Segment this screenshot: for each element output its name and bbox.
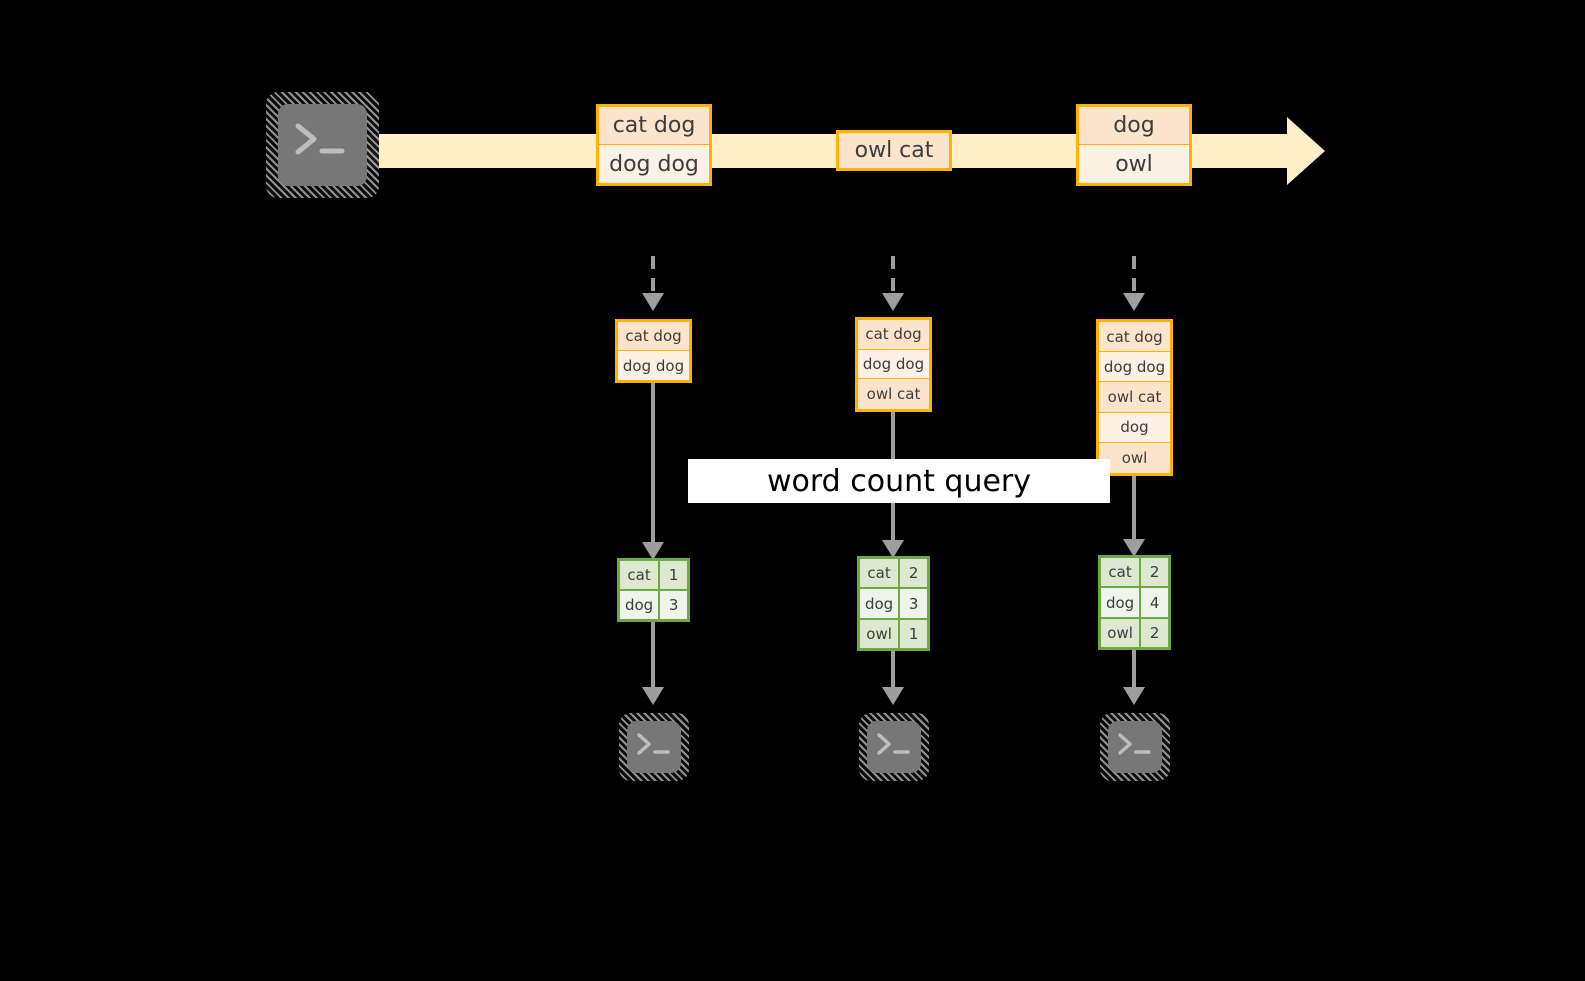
result-count: 2 [1141,618,1168,647]
table-row: cat 2 [860,559,927,590]
stream-record-2[interactable]: owl cat [836,130,952,171]
result-word: dog [620,591,661,619]
snapshot-3-query-arrowhead [1123,539,1145,557]
terminal-face [1108,721,1162,773]
result-word: cat [1101,558,1142,587]
input-line: dog [1099,412,1170,443]
snapshot-1-tap-arrowhead [642,293,664,311]
table-row: cat 2 [1101,558,1168,589]
snapshot-1-sink-line [651,622,655,690]
snapshot-2-input-table[interactable]: cat dog dog dog owl cat [855,317,932,412]
snapshot-2-sink-terminal-icon[interactable] [859,713,929,781]
result-count: 1 [660,561,687,589]
result-word: owl [1101,618,1142,647]
table-row: dog 3 [860,589,927,620]
result-count: 4 [1141,588,1168,617]
result-word: cat [620,561,661,589]
terminal-prompt-icon [295,123,345,155]
input-line: cat dog [618,322,689,351]
stream-record-3[interactable]: dog owl [1076,104,1192,186]
stream-record-1[interactable]: cat dog dog dog [596,104,712,186]
result-count: 3 [660,591,687,619]
stream-record-line: cat dog [599,107,709,145]
result-word: cat [860,559,901,588]
snapshot-1-query-arrowhead [642,542,664,560]
input-line: owl cat [1099,382,1170,413]
snapshot-2-result-table[interactable]: cat 2 dog 3 owl 1 [857,556,930,651]
result-word: dog [1101,588,1142,617]
table-row: dog 3 [620,591,687,619]
input-line: owl cat [858,379,929,409]
snapshot-3-input-table[interactable]: cat dog dog dog owl cat dog owl [1096,319,1173,476]
input-line: owl [1099,442,1170,473]
snapshot-1-input-table[interactable]: cat dog dog dog [615,319,692,383]
query-banner-label: word count query [766,463,1032,499]
snapshot-2-tap-arrowhead [882,293,904,311]
stream-record-line: owl [1079,145,1189,183]
stream-record-line: dog dog [599,145,709,183]
input-line: dog dog [1099,352,1170,383]
snapshot-3-sink-arrowhead [1123,687,1145,705]
source-terminal-icon[interactable] [266,92,379,198]
result-count: 2 [900,559,927,588]
terminal-prompt-icon [877,733,910,755]
terminal-face [867,721,921,773]
snapshot-1-query-line [651,383,655,550]
snapshot-3-sink-terminal-icon[interactable] [1100,713,1170,781]
result-count: 2 [1141,558,1168,587]
snapshot-3-sink-line [1132,650,1136,690]
stream-arrow-head [1287,117,1325,185]
snapshot-3-result-table[interactable]: cat 2 dog 4 owl 2 [1098,555,1171,650]
stream-record-line: owl cat [839,133,949,168]
snapshot-1-sink-terminal-icon[interactable] [619,713,689,781]
snapshot-3-tap-arrowhead [1123,293,1145,311]
query-banner: word count query [688,459,1110,503]
result-word: dog [860,589,901,618]
stream-record-line: dog [1079,107,1189,145]
table-row: cat 1 [620,561,687,591]
table-row: dog 4 [1101,588,1168,619]
snapshot-3-tap-line [1132,256,1136,294]
snapshot-2-sink-arrowhead [882,687,904,705]
terminal-prompt-icon [1118,733,1151,755]
input-line: cat dog [1099,322,1170,353]
snapshot-2-query-arrowhead [882,540,904,558]
table-row: owl 1 [860,619,927,648]
snapshot-1-sink-arrowhead [642,687,664,705]
terminal-prompt-icon [637,733,670,755]
input-line: dog dog [858,349,929,380]
result-count: 1 [900,619,927,648]
snapshot-1-tap-line [651,256,655,294]
snapshot-1-result-table[interactable]: cat 1 dog 3 [617,558,690,622]
snapshot-2-sink-line [891,651,895,690]
terminal-face [278,104,367,186]
terminal-face [627,721,681,773]
result-count: 3 [900,589,927,618]
result-word: owl [860,619,901,648]
input-line: dog dog [618,351,689,380]
snapshot-3-query-line [1132,476,1136,547]
table-row: owl 2 [1101,618,1168,647]
snapshot-2-tap-line [891,256,895,294]
input-line: cat dog [858,320,929,350]
